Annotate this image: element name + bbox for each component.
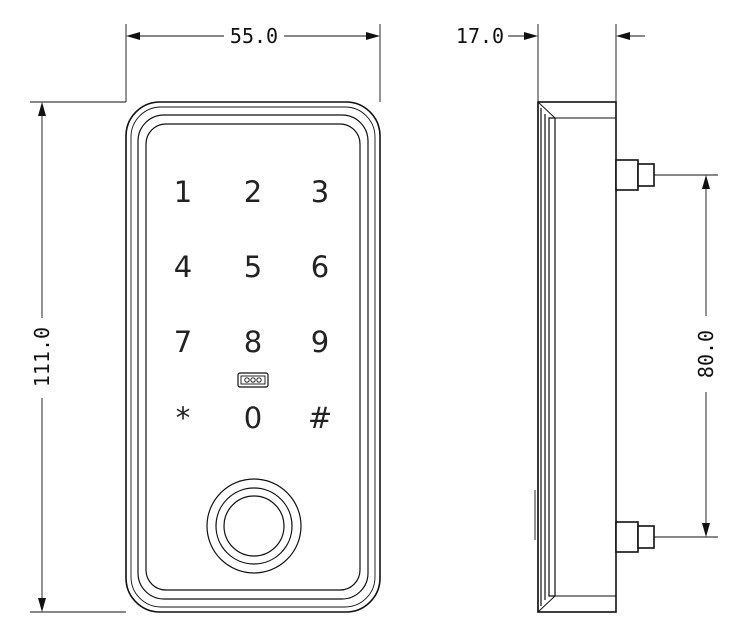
side-depth-dimension: 17.0 (456, 24, 645, 102)
side-bezel (537, 102, 556, 612)
key-7[interactable]: 7 (174, 325, 192, 359)
height-label: 111.0 (30, 327, 54, 387)
key-4[interactable]: 4 (174, 250, 192, 284)
front-view: 1 2 3 4 5 6 7 8 9 * 0 # (125, 101, 381, 613)
key-1[interactable]: 1 (174, 175, 192, 209)
key-0[interactable]: 0 (244, 401, 262, 435)
spacing-label: 80.0 (694, 330, 718, 378)
keypad: 1 2 3 4 5 6 7 8 9 * 0 # (174, 175, 332, 435)
front-bezel (137, 114, 369, 600)
upper-mounting-post (615, 159, 655, 191)
key-2[interactable]: 2 (244, 175, 262, 209)
front-outer-frame (125, 101, 381, 613)
key-3[interactable]: 3 (311, 175, 329, 209)
front-panel (145, 123, 361, 591)
front-height-dimension: 111.0 (30, 101, 126, 613)
key-star[interactable]: * (176, 401, 191, 435)
lower-mounting-post (615, 521, 655, 553)
width-label: 55.0 (230, 24, 278, 48)
depth-label: 17.0 (456, 24, 504, 48)
key-8[interactable]: 8 (244, 325, 262, 359)
key-9[interactable]: 9 (311, 325, 329, 359)
side-view (534, 101, 655, 613)
key-6[interactable]: 6 (311, 250, 329, 284)
front-frame-inner-edge (130, 106, 376, 608)
side-body (537, 101, 617, 613)
post-spacing-dimension: 80.0 (654, 174, 718, 538)
card-reader-icon (237, 372, 269, 388)
front-width-dimension: 55.0 (125, 24, 381, 102)
key-hash[interactable]: # (308, 401, 332, 435)
key-5[interactable]: 5 (244, 250, 262, 284)
fingerprint-sensor-icon[interactable] (206, 478, 302, 574)
